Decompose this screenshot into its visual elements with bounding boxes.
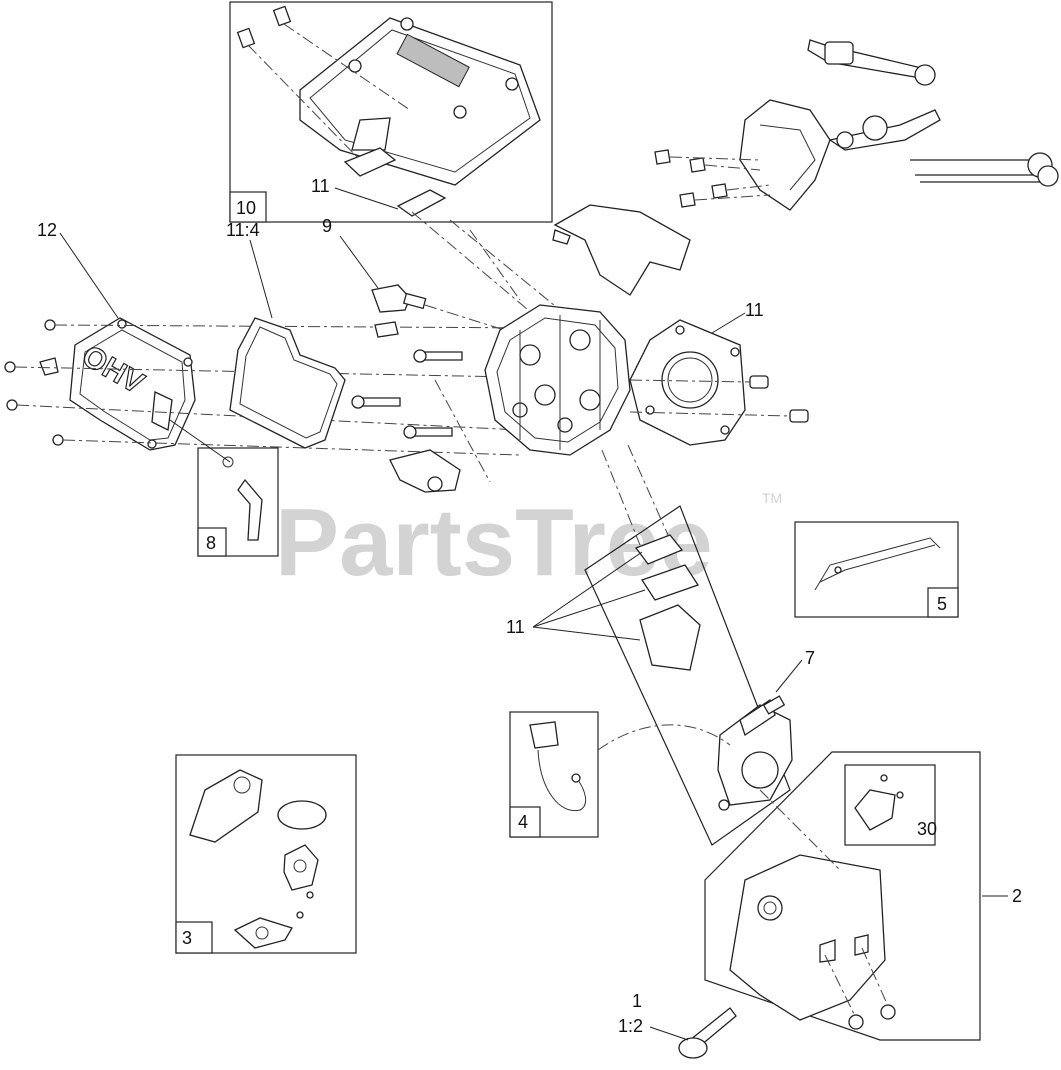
kit-box-5[interactable]: 5 [794,521,959,618]
kit-box-8[interactable]: 8 [169,419,279,557]
watermark-text: PartsTree [275,489,713,596]
spark-plug-9[interactable]: 9 [322,216,521,336]
cylinder-head [484,304,631,456]
callout-7: 7 [805,648,815,668]
ignition-key-1[interactable]: 1 1:2 [618,991,737,1059]
callout-5: 5 [937,594,947,614]
callout-1-2: 1:2 [618,1016,643,1036]
valve-cover-bolts [4,319,561,456]
callout-4: 4 [518,812,528,832]
valve-train-assembly [654,39,1059,211]
callout-11-intake: 11 [506,617,525,637]
kit-box-3[interactable]: 30 [844,764,937,846]
kit-box-30[interactable]: 3 [175,754,357,954]
callout-9: 9 [322,216,332,236]
callout-10: 10 [236,198,256,218]
kit-box-4[interactable]: 4 [509,711,731,838]
carburetor-assembly-7[interactable]: 11 7 [506,444,815,846]
callout-2: 2 [1012,886,1022,906]
callout-8: 8 [206,533,216,553]
callout-11-top: 11 [311,176,330,196]
callout-11-gasket: 11 [745,300,764,320]
head-bolts [351,321,463,439]
callout-12: 12 [37,220,57,240]
gasket-11-4[interactable]: 11:4 [226,220,346,449]
watermark-trademark: TM [762,490,782,506]
valve-cover-12[interactable]: OHV 12 [37,220,196,451]
kit-box-10[interactable]: 10 11 [229,1,553,223]
kit-box-2[interactable]: 2 [704,751,1022,1041]
callout-1: 1 [632,991,642,1011]
head-gasket-11[interactable]: 11 [629,300,809,446]
callout-11-4: 11:4 [226,220,260,240]
callout-30: 3 [182,928,192,948]
callout-3: 30 [917,819,937,839]
